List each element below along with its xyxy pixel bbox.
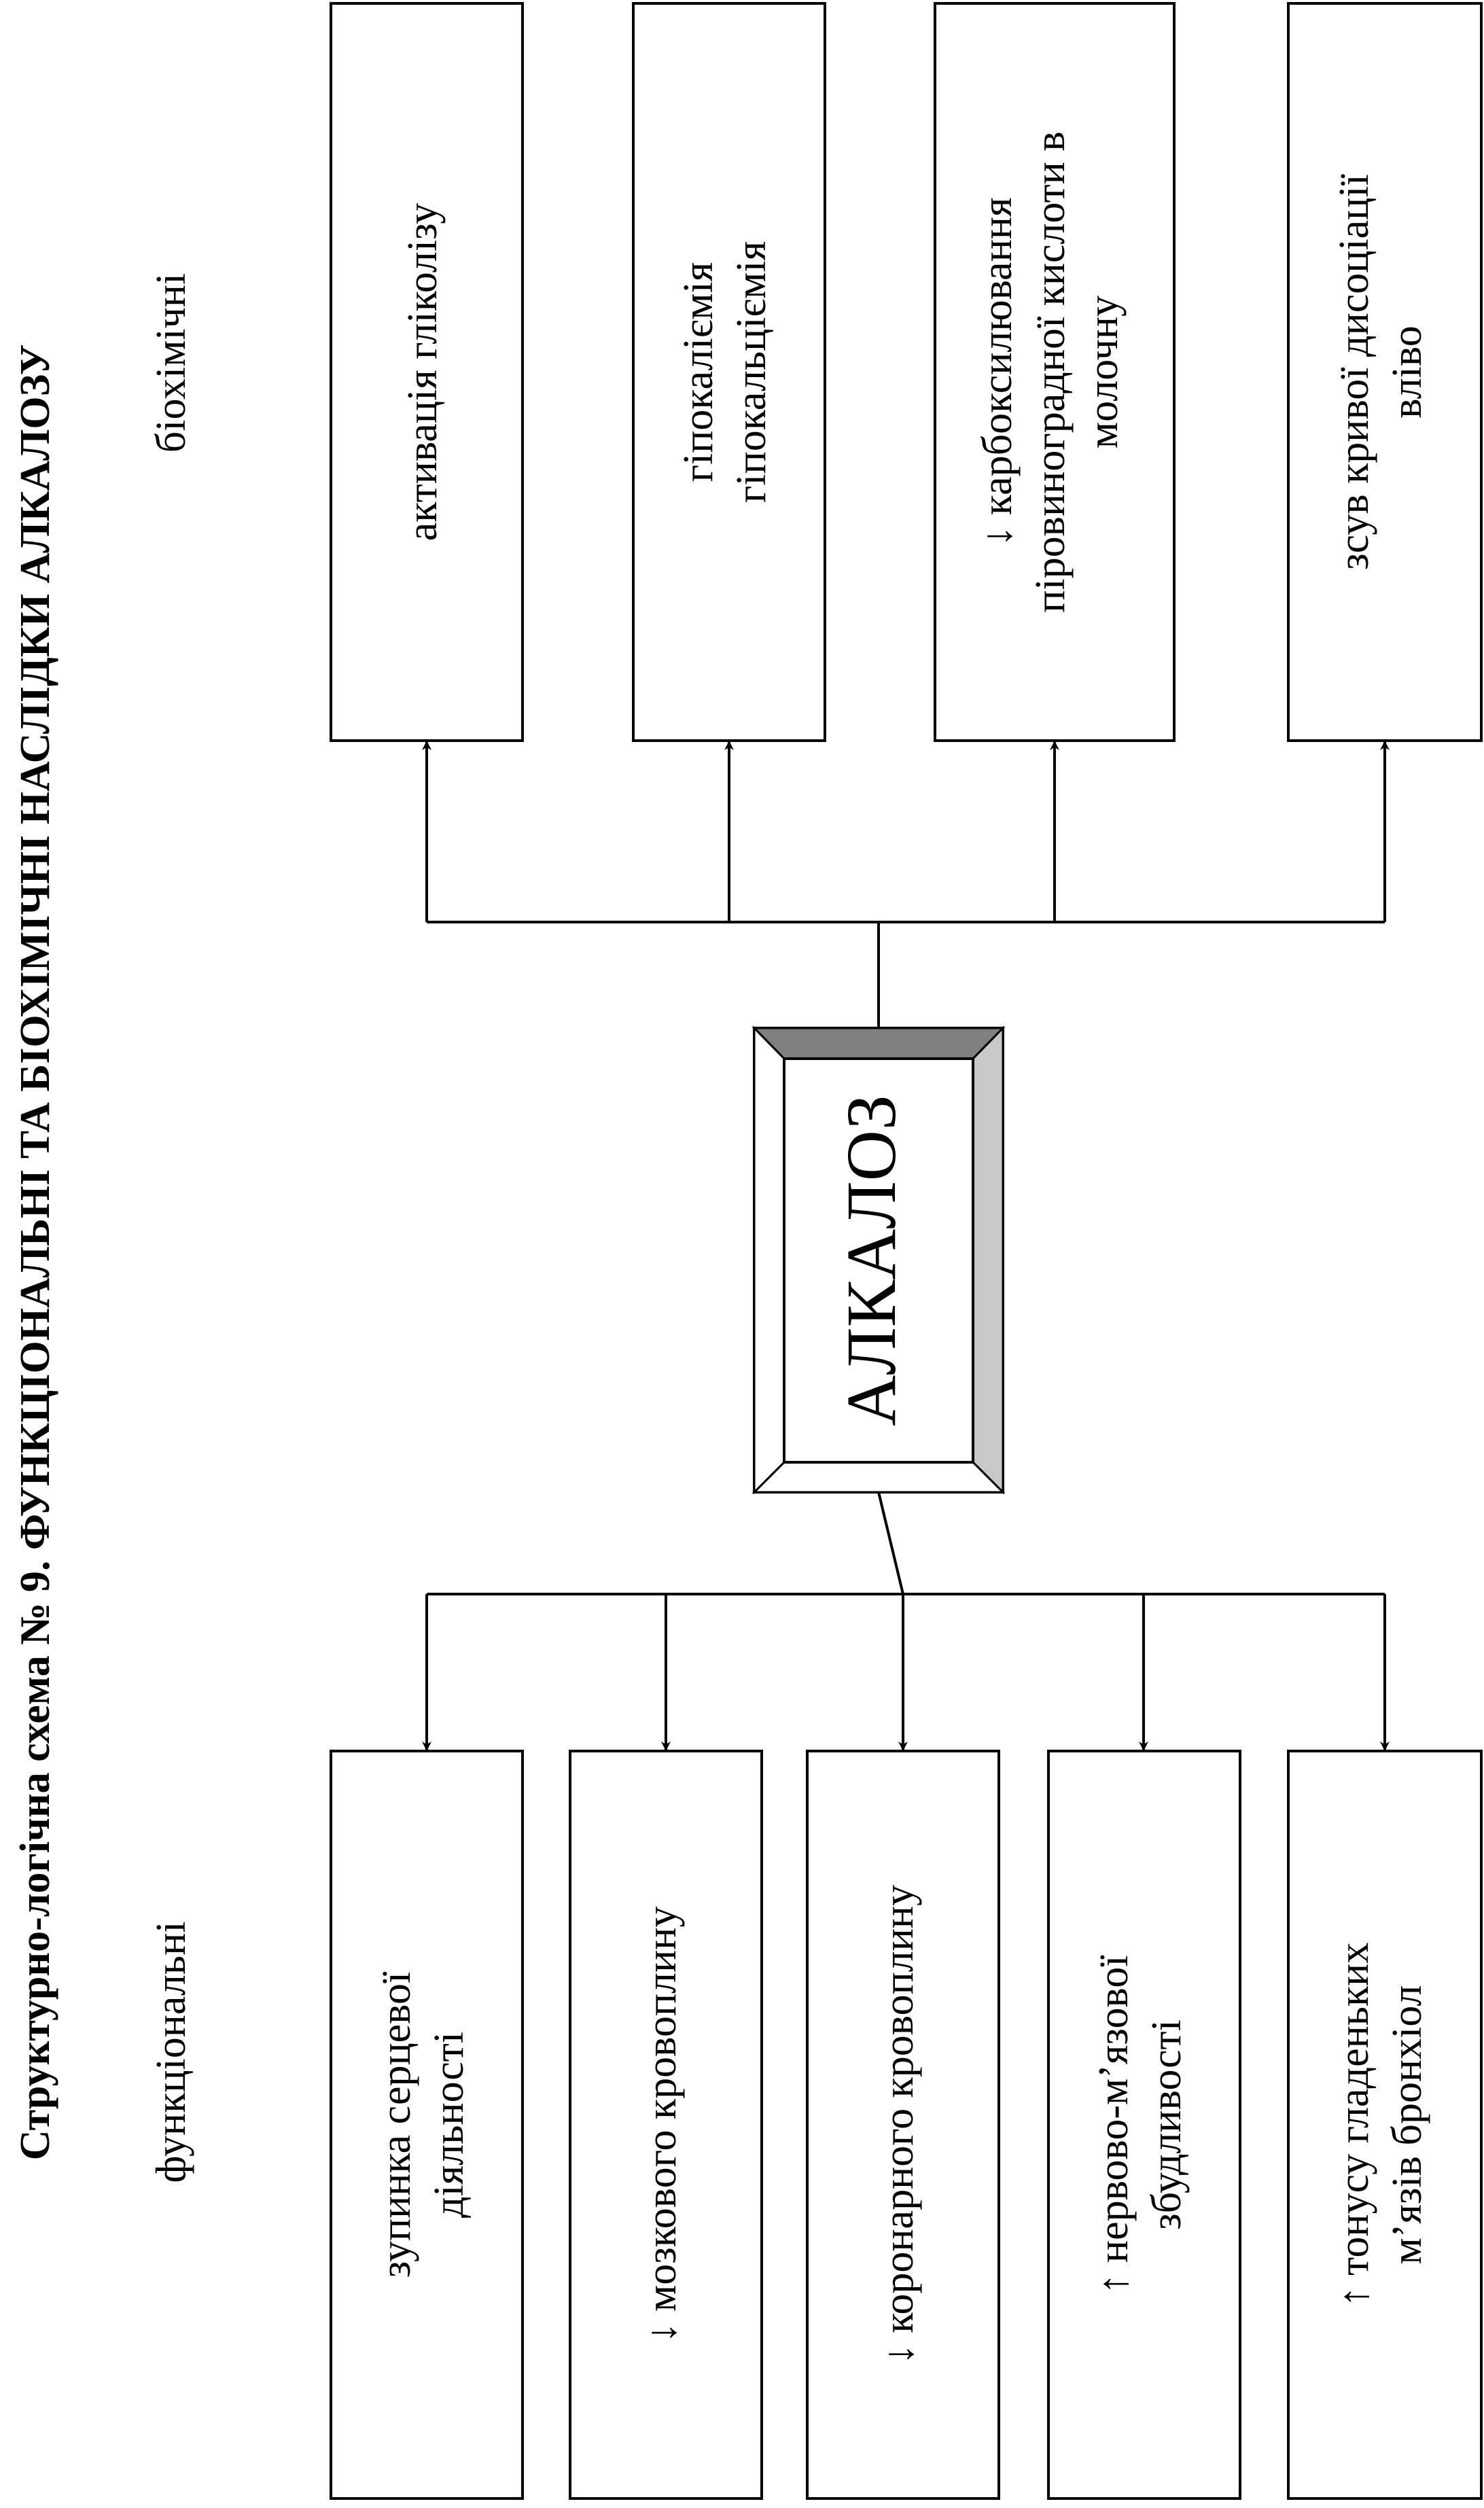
functional-effect-box-frame <box>1047 1750 1241 2500</box>
biochemical-effect-box-text-line: ↓ карбоксилювання <box>974 197 1021 546</box>
center-label: АЛКАЛОЗ <box>832 1095 911 1426</box>
diagram-title: Структурно-логічна схема № 9. ФУНКЦІОНАЛ… <box>12 345 58 2161</box>
functional-effect-box-text-line: ↓ коронарного кровоплину <box>876 1885 922 2365</box>
functional-effect-box-frame <box>569 1750 763 2500</box>
category-label-biochemical: біохімічні <box>148 273 194 453</box>
functional-effect-box-frame <box>1287 1750 1483 2500</box>
functional-effect-box-text-line: ↓ мозкового кровоплину <box>639 1907 685 2344</box>
center-to-functional-trunk <box>877 1491 904 1595</box>
functional-effect-box-text-line: ↑ нервово-м’язової <box>1091 1955 1137 2295</box>
center-bevel-right <box>972 1025 1004 1495</box>
biochemical-effect-box-text-line: активація гліколізу <box>400 203 446 541</box>
biochemical-effect-box-text-line: піровиноградної кислоти в <box>1027 131 1074 612</box>
functional-effect-box-frame <box>330 1750 524 2500</box>
category-label-functional: функціональні <box>148 1921 194 2183</box>
biochemical-effect-box-frame <box>934 2 1176 742</box>
functional-effect-box-3: ↓ коронарного кровоплину <box>806 1750 1000 2500</box>
biochemical-effect-box-text-line: вліво <box>1384 325 1430 418</box>
functional-effect-box-frame <box>806 1750 1000 2500</box>
biochemical-effect-box-text-line: гіпокальціємія <box>728 241 775 503</box>
center-node-alkalosis: АЛКАЛОЗ <box>752 1025 1006 1495</box>
biochemical-effect-box-text-line: зсув кривої дисоціації <box>1331 173 1377 569</box>
functional-effect-box-text-line: діяльності <box>426 2032 472 2218</box>
biochemical-effect-box-frame <box>330 2 524 742</box>
functional-connectors <box>422 1491 1390 1751</box>
biochemical-effect-box-frame <box>632 2 826 742</box>
center-bevel-bottom <box>752 1461 1006 1494</box>
functional-effect-box-text-line: зупинка серцевої <box>373 1971 419 2278</box>
center-bevel-left <box>753 1025 785 1495</box>
center-bevel-top <box>752 1027 1006 1060</box>
center-inner-frame <box>783 1057 974 1464</box>
biochemical-effect-box-frame <box>1287 2 1483 742</box>
functional-effect-box-2: ↓ мозкового кровоплину <box>569 1750 763 2500</box>
biochemical-connectors <box>422 741 1390 1028</box>
biochemical-effect-box-1: активація гліколізу <box>330 2 524 742</box>
functional-effect-box-text-line: збудливості <box>1144 2019 1190 2230</box>
biochemical-effect-box-text-line: молочну <box>1080 296 1127 448</box>
biochemical-effect-box-text-line: гіпокаліємія <box>675 262 722 482</box>
functional-effect-box-text-line: м’язів бронхіол <box>1384 1985 1430 2265</box>
functional-effect-box-text-line: ↑ тонусу гладеньких <box>1331 1943 1377 2308</box>
